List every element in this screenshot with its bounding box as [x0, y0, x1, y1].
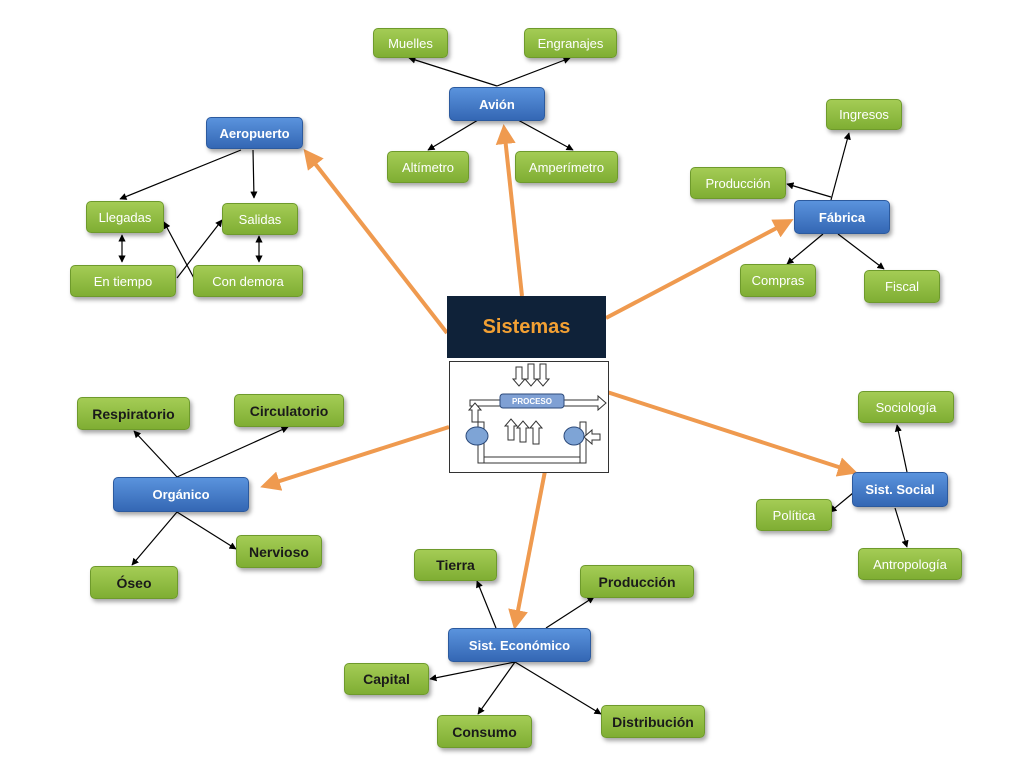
- node-social[interactable]: Sist. Social: [852, 472, 948, 507]
- node-consumo[interactable]: Consumo: [437, 715, 532, 748]
- process-label: PROCESO: [512, 397, 552, 406]
- node-altimetro[interactable]: Altímetro: [387, 151, 469, 183]
- node-antropologia[interactable]: Antropología: [858, 548, 962, 580]
- node-oseo[interactable]: Óseo: [90, 566, 178, 599]
- node-fiscal[interactable]: Fiscal: [864, 270, 940, 303]
- node-produccion-economico[interactable]: Producción: [580, 565, 694, 598]
- node-aeropuerto[interactable]: Aeropuerto: [206, 117, 303, 149]
- node-produccion-fabrica[interactable]: Producción: [690, 167, 786, 199]
- node-con-demora[interactable]: Con demora: [193, 265, 303, 297]
- arrow-to-fabrica: [605, 219, 794, 320]
- node-economico[interactable]: Sist. Económico: [448, 628, 591, 662]
- arrow-to-social: [606, 390, 858, 477]
- node-organico[interactable]: Orgánico: [113, 477, 249, 512]
- node-sociologia[interactable]: Sociología: [858, 391, 954, 423]
- main-arrows: [260, 124, 858, 630]
- node-fabrica[interactable]: Fábrica: [794, 200, 890, 234]
- node-respiratorio[interactable]: Respiratorio: [77, 397, 190, 430]
- node-politica[interactable]: Política: [756, 499, 832, 531]
- arrow-to-aeropuerto: [303, 148, 449, 335]
- arrow-to-economico: [508, 470, 547, 630]
- arrow-to-organico: [260, 425, 450, 491]
- node-muelles[interactable]: Muelles: [373, 28, 448, 58]
- node-en-tiempo[interactable]: En tiempo: [70, 265, 176, 297]
- process-diagram-image: PROCESO: [449, 361, 609, 473]
- sub-arrows: [118, 56, 909, 715]
- arrow-to-avion: [495, 124, 524, 297]
- node-compras[interactable]: Compras: [740, 264, 816, 297]
- node-engranajes[interactable]: Engranajes: [524, 28, 617, 58]
- node-tierra[interactable]: Tierra: [414, 549, 497, 581]
- node-llegadas[interactable]: Llegadas: [86, 201, 164, 233]
- center-title: Sistemas: [447, 296, 606, 358]
- node-ingresos[interactable]: Ingresos: [826, 99, 902, 130]
- node-avion[interactable]: Avión: [449, 87, 545, 121]
- node-amperimetro[interactable]: Amperímetro: [515, 151, 618, 183]
- process-diagram-graphic: PROCESO: [465, 363, 607, 464]
- node-nervioso[interactable]: Nervioso: [236, 535, 322, 568]
- node-capital[interactable]: Capital: [344, 663, 429, 695]
- node-circulatorio[interactable]: Circulatorio: [234, 394, 344, 427]
- node-salidas[interactable]: Salidas: [222, 203, 298, 235]
- node-distribucion[interactable]: Distribución: [601, 705, 705, 738]
